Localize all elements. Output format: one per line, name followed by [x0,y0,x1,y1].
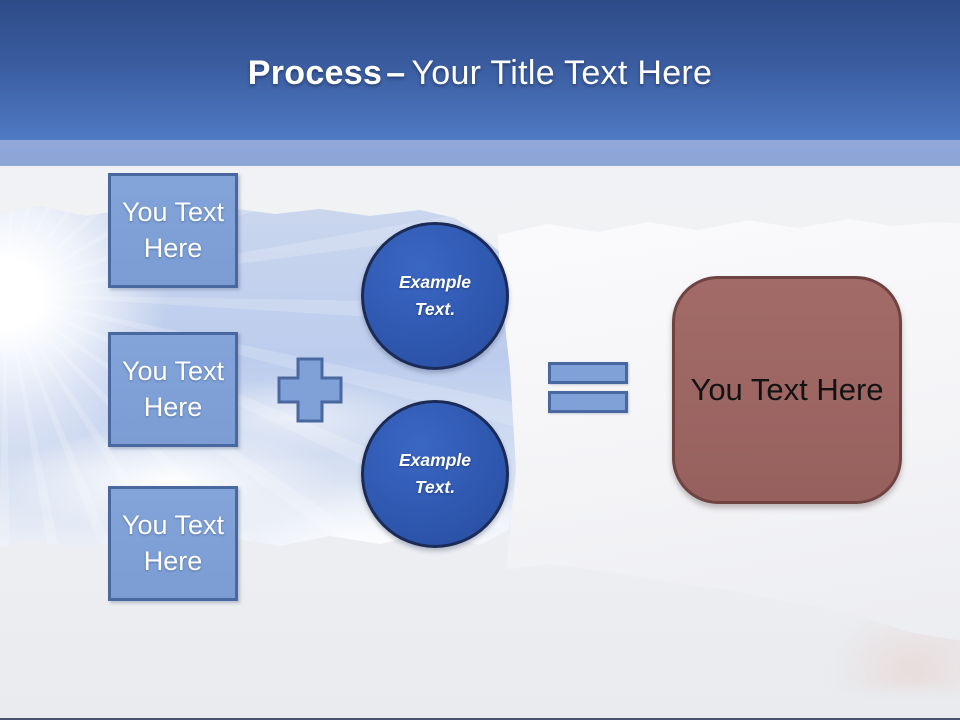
equals-top-bar [548,362,628,384]
equals-bottom-bar [548,391,628,413]
bottom-edge-strip [0,718,960,720]
plus-icon [277,357,343,423]
slide-title: Process–Your Title Text Here [0,54,960,93]
header-banner: Process–Your Title Text Here [0,0,960,140]
example-circle-1: Example Text. [361,222,509,370]
example-circle-2: Example Text. [361,400,509,548]
header-sub-band [0,140,960,166]
input-box-3-label: You Text Here [121,509,225,576]
input-box-1-label: You Text Here [121,196,225,263]
input-box-2-label: You Text Here [121,355,225,422]
example-circle-1-label: Example Text. [399,271,471,319]
slide-title-separator: – [386,54,406,92]
slide-title-rest: Your Title Text Here [411,54,713,92]
input-box-1: You Text Here [108,173,238,288]
input-box-2: You Text Here [108,332,238,447]
slide-title-emphasis: Process [247,54,383,92]
example-circle-2-label: Example Text. [399,449,471,497]
input-box-3: You Text Here [108,486,238,601]
result-box: You Text Here [672,276,902,504]
result-box-label: You Text Here [690,372,884,407]
equals-icon [548,362,628,413]
